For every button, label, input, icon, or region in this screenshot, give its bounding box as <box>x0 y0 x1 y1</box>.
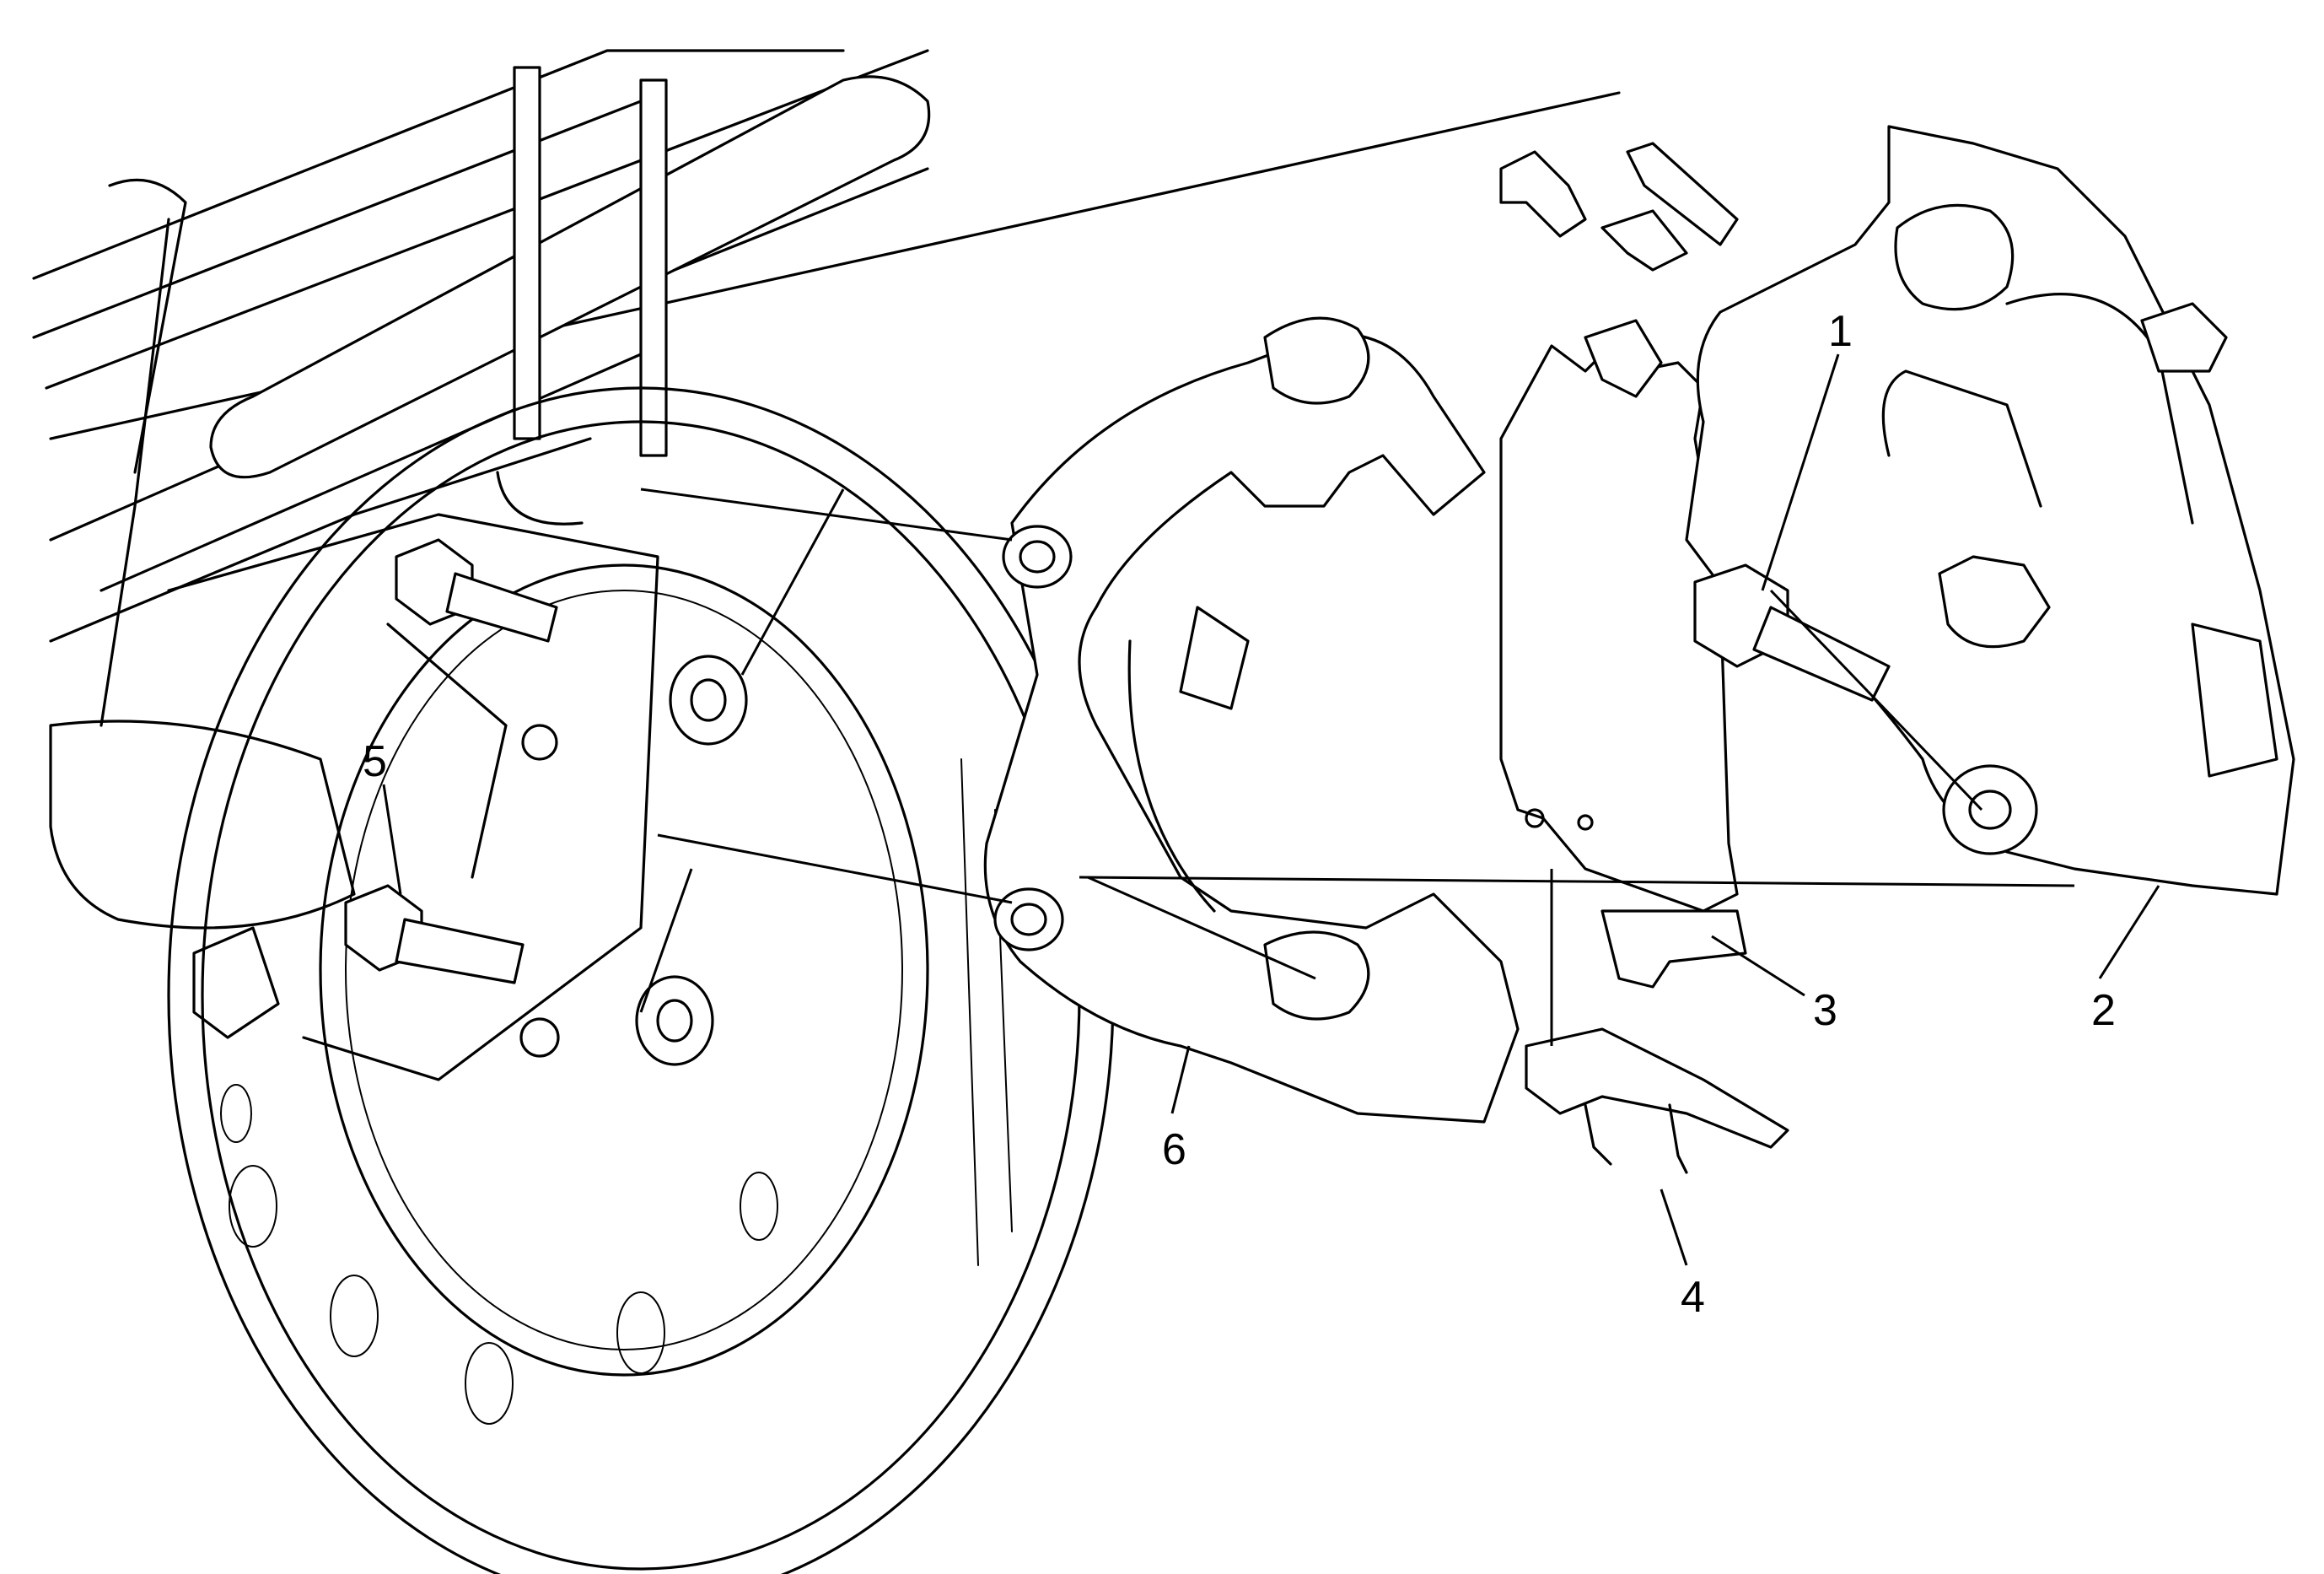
alignment-lines <box>639 488 2075 1046</box>
pad-clip-lower <box>1525 1027 1789 1174</box>
caliper-bracket <box>983 316 1520 1124</box>
callout-3: 3 <box>1813 986 1837 1035</box>
callout-leaders <box>382 353 2160 1266</box>
callout-1: 1 <box>1828 307 1853 356</box>
callout-5: 5 <box>363 737 387 786</box>
brake-rotor <box>167 386 1115 1574</box>
caliper-bracket-bolt-upper <box>395 538 558 643</box>
brake-caliper <box>1685 125 2295 896</box>
callout-4: 4 <box>1681 1273 1705 1322</box>
callout-2: 2 <box>2091 986 2116 1035</box>
chassis-frame <box>32 49 1621 727</box>
pad-clip-upper <box>1499 142 1739 398</box>
callout-6: 6 <box>1162 1125 1186 1174</box>
brake-pad-inner <box>1499 336 1747 989</box>
caliper-bracket-bolt-lower <box>344 884 525 984</box>
steering-knuckle <box>49 513 659 1081</box>
